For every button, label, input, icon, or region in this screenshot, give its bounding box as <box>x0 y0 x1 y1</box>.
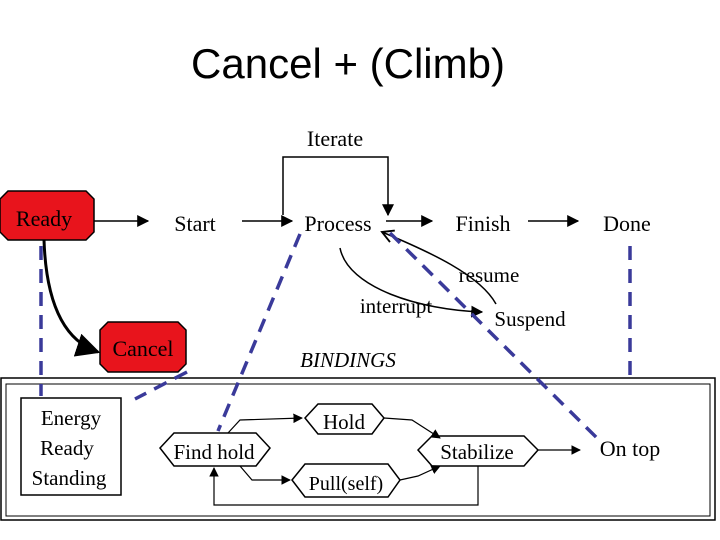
energy-box <box>20 397 122 496</box>
arrow-pull-stabilize <box>399 465 441 481</box>
state-start-label: Start <box>174 211 216 236</box>
arrow-interrupt <box>339 247 484 318</box>
binding-process-findhold <box>216 233 302 432</box>
arrow-ready-cancel <box>42 239 101 357</box>
state-done-label: Done <box>603 211 651 236</box>
energy-line-2: Ready <box>40 436 94 460</box>
resume-label: resume <box>459 263 520 287</box>
state-find-hold <box>159 432 271 467</box>
binding-lines <box>39 231 632 440</box>
arrow-stabilize-findhold <box>209 466 479 506</box>
bindings-heading: BINDINGS <box>300 348 396 372</box>
page-title: Cancel + (Climb) <box>191 40 505 87</box>
state-ready-label: Ready <box>16 206 72 231</box>
binding-process-ontop <box>388 231 599 440</box>
hold-label: Hold <box>323 410 366 434</box>
bindings-inner-frame <box>5 383 711 517</box>
state-finish-label: Finish <box>455 211 510 236</box>
energy-line-3: Standing <box>32 466 107 490</box>
energy-line-1: Energy <box>41 406 102 430</box>
state-suspend-label: Suspend <box>494 307 566 331</box>
state-cancel-label: Cancel <box>112 336 173 361</box>
stabilize-label: Stabilize <box>440 440 513 464</box>
iterate-loop-arrow <box>282 156 394 217</box>
arrow-hold-stabilize <box>383 417 441 439</box>
state-cancel: Cancel <box>99 321 187 373</box>
on-top-label: On top <box>600 436 661 461</box>
state-ready: Ready <box>0 190 95 241</box>
interrupt-label: interrupt <box>360 294 432 318</box>
arrow-findhold-pull <box>239 465 291 485</box>
binding-cancel-energy <box>134 370 188 401</box>
find-hold-label: Find hold <box>173 440 255 464</box>
iterate-label: Iterate <box>307 126 363 151</box>
bindings-frame <box>0 377 716 521</box>
state-process-label: Process <box>304 211 371 236</box>
pull-self-label: Pull(self) <box>309 473 383 495</box>
arrow-findhold-hold <box>227 413 303 434</box>
